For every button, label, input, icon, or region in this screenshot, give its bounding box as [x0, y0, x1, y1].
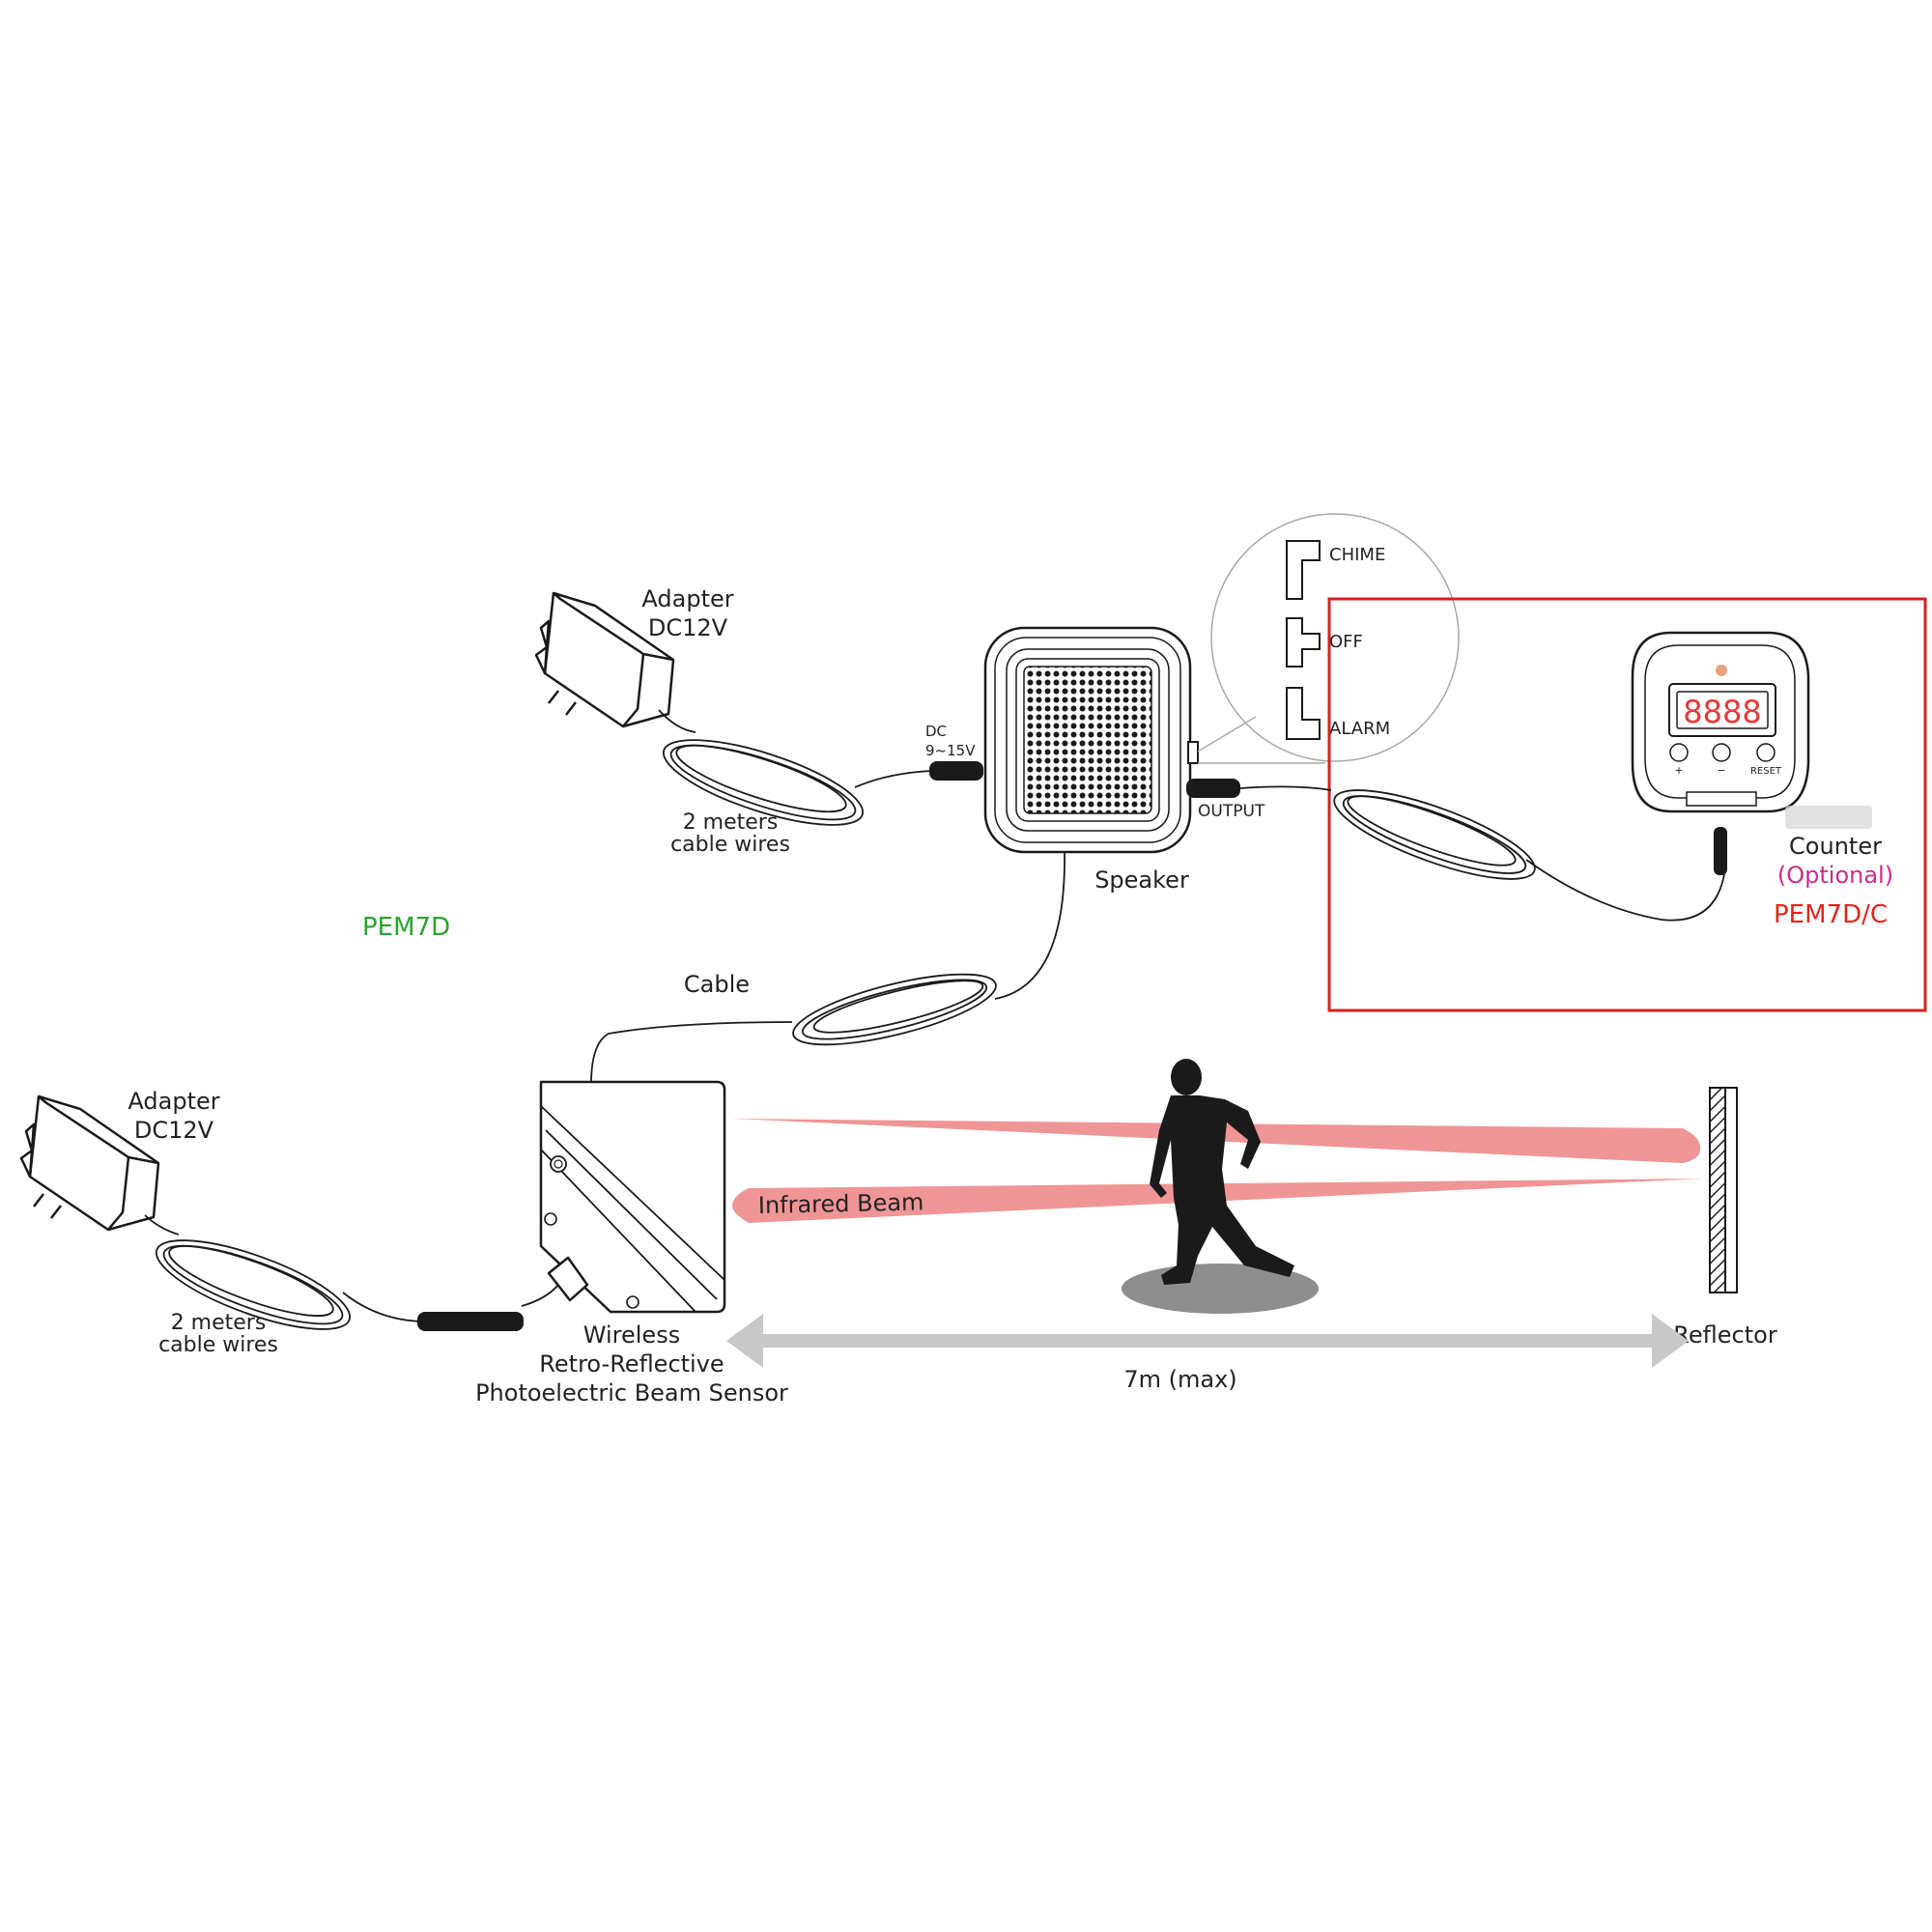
- counter-model: PEM7D/C: [1774, 900, 1888, 929]
- counter-plus-label: +: [1674, 764, 1683, 777]
- speaker: OUTPUT Speaker: [983, 626, 1265, 894]
- adapter-bottom-line1: Adapter: [128, 1088, 219, 1115]
- speaker-icon: [983, 626, 1192, 854]
- infrared-beam-label: Infrared Beam: [758, 1188, 924, 1219]
- cable-label: Cable: [684, 971, 750, 998]
- counter-optional: (Optional): [1777, 862, 1893, 889]
- bottom-connector: [417, 1312, 524, 1331]
- sensor-label-line1: Wireless: [583, 1321, 680, 1349]
- counter-plus-button[interactable]: [1669, 743, 1689, 762]
- counter-reset-button[interactable]: [1756, 743, 1776, 762]
- reflector-label: Reflector: [1673, 1321, 1777, 1349]
- adapter-top: Adapter DC12V: [534, 585, 734, 728]
- cable-wires-bottom-line1: 2 meters: [171, 1311, 267, 1335]
- reflector: Reflector: [1673, 1087, 1777, 1349]
- counter-icon: 8888 + − RESET: [1631, 631, 1810, 875]
- adapter-icon: [534, 591, 675, 728]
- switch-alarm-label: ALARM: [1329, 719, 1390, 739]
- adapter-icon: [19, 1094, 160, 1232]
- coiled-cable-bottom: [144, 1214, 559, 1330]
- counter-option-box: 8888 + − RESET Counter (Optional) PEM7D/…: [1239, 597, 1927, 1012]
- switch-zoom: CHIME OFF ALARM: [1197, 513, 1460, 764]
- coiled-cable-top: [658, 709, 933, 826]
- person: [1122, 1059, 1319, 1314]
- person-icon: [1150, 1059, 1294, 1285]
- model-label: PEM7D: [362, 913, 450, 942]
- cable-wires-bottom-line2: cable wires: [158, 1333, 278, 1357]
- sensor-icon: [539, 1080, 726, 1314]
- counter-display: 8888: [1683, 694, 1761, 730]
- cable-wires-top-line1: 2 meters: [683, 810, 779, 835]
- switch-icon: [1286, 540, 1321, 740]
- sensor-label-line3: Photoelectric Beam Sensor: [475, 1379, 788, 1406]
- counter-minus-label: −: [1717, 764, 1725, 777]
- output-label: OUTPUT: [1198, 802, 1265, 821]
- coiled-cable-counter: [1239, 785, 1725, 922]
- dc-label-line2: 9~15V: [925, 742, 976, 759]
- switch-chime-label: CHIME: [1329, 545, 1385, 565]
- counter-minus-button[interactable]: [1712, 743, 1731, 762]
- sensor-label-line2: Retro-Reflective: [539, 1350, 724, 1378]
- counter-title: Counter: [1789, 833, 1882, 860]
- adapter-top-line1: Adapter: [641, 585, 733, 612]
- coiled-cable-sensor: [590, 851, 1065, 1085]
- counter-reset-label: RESET: [1750, 766, 1782, 777]
- dc-label-line1: DC: [925, 723, 947, 740]
- speaker-label: Speaker: [1094, 867, 1189, 894]
- output-connector: [1186, 779, 1240, 798]
- cable-wires-top-line2: cable wires: [670, 833, 790, 857]
- dc-connector: DC 9~15V: [925, 723, 983, 781]
- distance-arrow: [726, 1314, 1689, 1368]
- adapter-top-line2: DC12V: [648, 614, 728, 641]
- switch-off-label: OFF: [1329, 632, 1363, 652]
- sensor: Wireless Retro-Reflective Photoelectric …: [475, 1080, 788, 1406]
- distance-label: 7m (max): [1123, 1366, 1236, 1393]
- speaker-switch[interactable]: [1187, 741, 1199, 764]
- adapter-bottom-line2: DC12V: [134, 1117, 214, 1144]
- reflector-icon: [1709, 1087, 1738, 1293]
- adapter-bottom: Adapter DC12V: [19, 1088, 220, 1232]
